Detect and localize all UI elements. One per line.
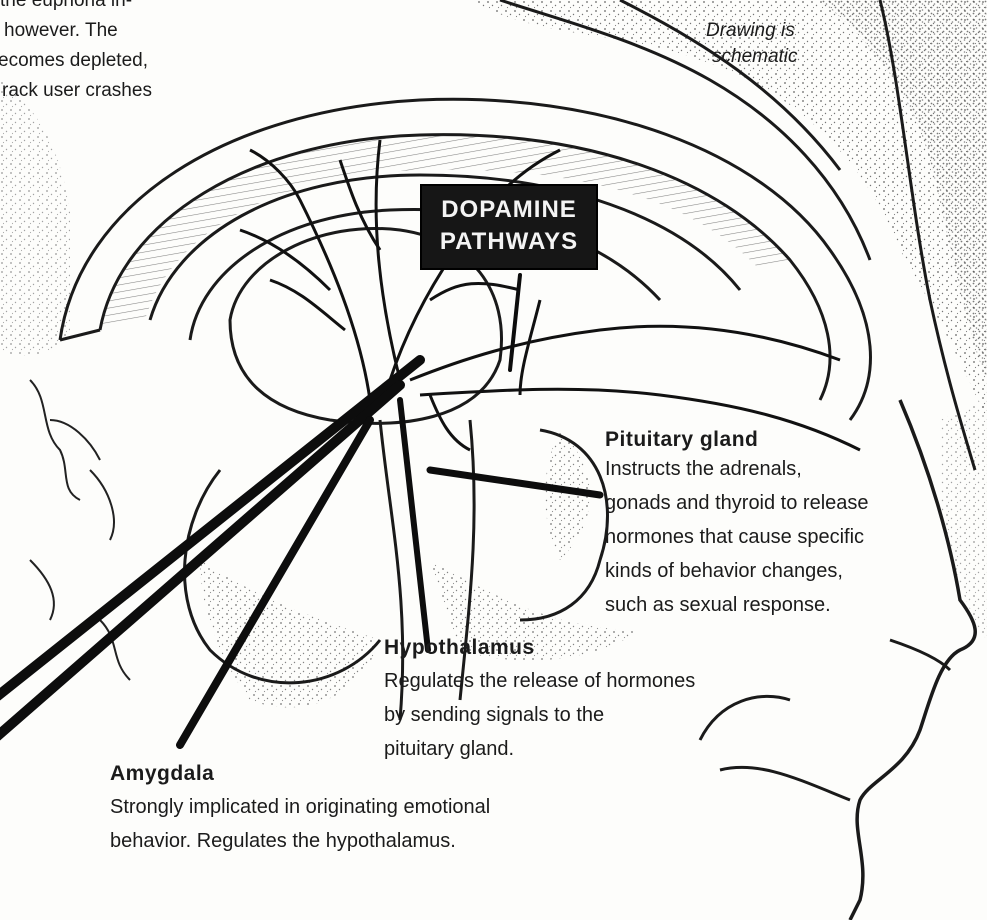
- pituitary-line-3: hormones that cause specific: [605, 524, 864, 550]
- hypothalamus-line-3: pituitary gland.: [384, 736, 514, 762]
- schematic-note-line-1: Drawing is: [706, 18, 795, 43]
- pathways-label-line-1: DOPAMINE: [422, 196, 596, 224]
- pituitary-line-4: kinds of behavior changes,: [605, 558, 843, 584]
- pituitary-line-5: such as sexual response.: [605, 592, 831, 618]
- amygdala-line-2: behavior. Regulates the hypothalamus.: [110, 828, 456, 854]
- pituitary-line-1: Instructs the adrenals,: [605, 456, 802, 482]
- schematic-note-line-2: schematic: [712, 44, 798, 69]
- amygdala-title: Amygdala: [110, 762, 214, 786]
- pituitary-line-2: gonads and thyroid to release: [605, 490, 869, 516]
- pathways-label-line-2: PATHWAYS: [422, 228, 596, 256]
- hypothalamus-title: Hypothalamus: [384, 636, 535, 660]
- dopamine-pathways-label: DOPAMINE PATHWAYS: [420, 184, 598, 270]
- intro-line-1: the euphoria in-: [0, 0, 132, 16]
- intro-line-4: rack user crashes: [2, 76, 152, 106]
- hypothalamus-line-2: by sending signals to the: [384, 702, 604, 728]
- hypothalamus-line-1: Regulates the release of hormones: [384, 668, 695, 694]
- intro-line-2: however. The: [4, 16, 118, 46]
- intro-line-3: ecomes depleted,: [0, 46, 148, 76]
- pituitary-title: Pituitary gland: [605, 428, 758, 452]
- amygdala-line-1: Strongly implicated in originating emoti…: [110, 794, 490, 820]
